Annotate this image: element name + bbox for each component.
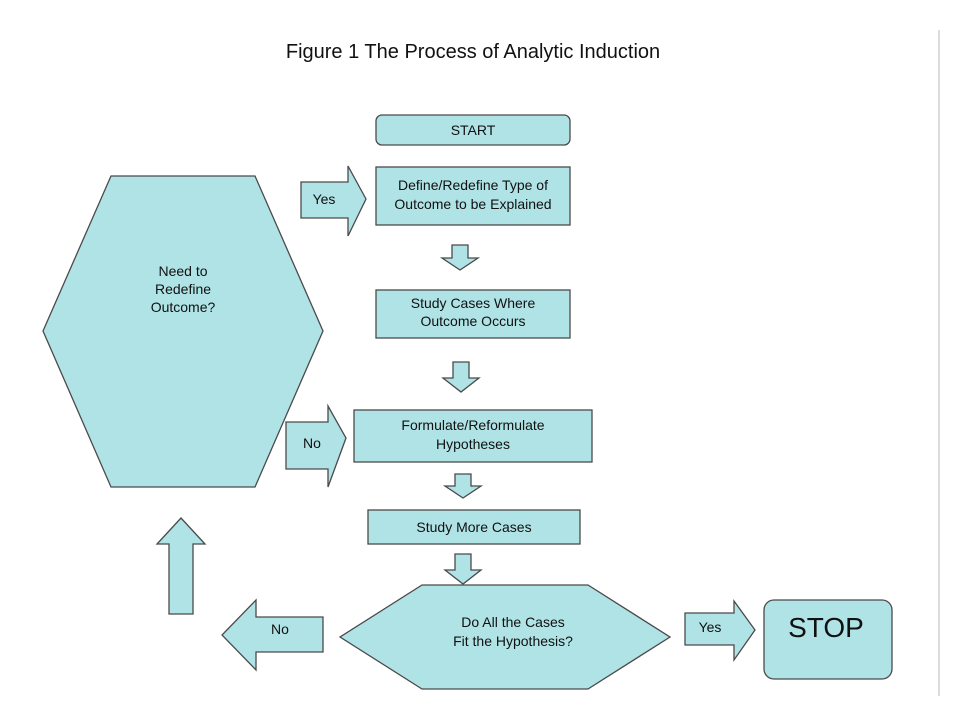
up-arrow-to-redefine <box>155 517 207 615</box>
no-arrow-from-fit-label: No <box>271 621 289 637</box>
yes-arrow-to-stop-label: Yes <box>699 619 722 635</box>
formulate-line-1: Formulate/Reformulate <box>401 417 544 433</box>
fit-decision-line-2: Fit the Hypothesis? <box>453 633 573 649</box>
study-more-cases-label: Study More Cases <box>416 519 531 535</box>
redefine-line-3: Outcome? <box>151 299 216 315</box>
down-arrow-3 <box>442 473 484 499</box>
start-label: START <box>451 122 496 138</box>
page-edge-line <box>938 30 940 696</box>
no-arrow-to-formulate: No <box>285 403 347 488</box>
stop-node: STOP <box>763 599 893 680</box>
down-arrow-1 <box>439 244 481 271</box>
fit-hypothesis-decision: Do All the Cases Fit the Hypothesis? <box>338 584 672 690</box>
figure-title: Figure 1 The Process of Analytic Inducti… <box>286 41 660 63</box>
no-arrow-from-fit: No <box>221 598 324 672</box>
study-cases-line-2: Outcome Occurs <box>420 313 525 329</box>
down-arrow-2 <box>441 361 481 393</box>
redefine-line-2: Redefine <box>155 281 211 297</box>
no-arrow-to-formulate-label: No <box>303 435 321 451</box>
define-outcome-line-1: Define/Redefine Type of <box>398 177 548 193</box>
stop-label: STOP <box>788 612 864 643</box>
formulate-hypotheses-box: Formulate/Reformulate Hypotheses <box>353 409 593 463</box>
define-outcome-line-2: Outcome to be Explained <box>394 196 551 212</box>
redefine-line-1: Need to <box>158 263 207 279</box>
yes-arrow-to-stop: Yes <box>684 598 756 663</box>
yes-arrow-to-define: Yes <box>300 165 367 237</box>
formulate-line-2: Hypotheses <box>436 436 510 452</box>
down-arrow-4 <box>443 553 483 585</box>
redefine-outcome-decision: Need to Redefine Outcome? <box>42 175 324 488</box>
yes-arrow-to-define-label: Yes <box>313 191 336 207</box>
start-node: START <box>375 114 571 146</box>
define-outcome-box: Define/Redefine Type of Outcome to be Ex… <box>375 166 571 226</box>
study-cases-line-1: Study Cases Where <box>411 295 536 311</box>
fit-decision-line-1: Do All the Cases <box>461 614 565 630</box>
study-cases-box: Study Cases Where Outcome Occurs <box>375 289 571 339</box>
study-more-cases-box: Study More Cases <box>367 509 581 545</box>
